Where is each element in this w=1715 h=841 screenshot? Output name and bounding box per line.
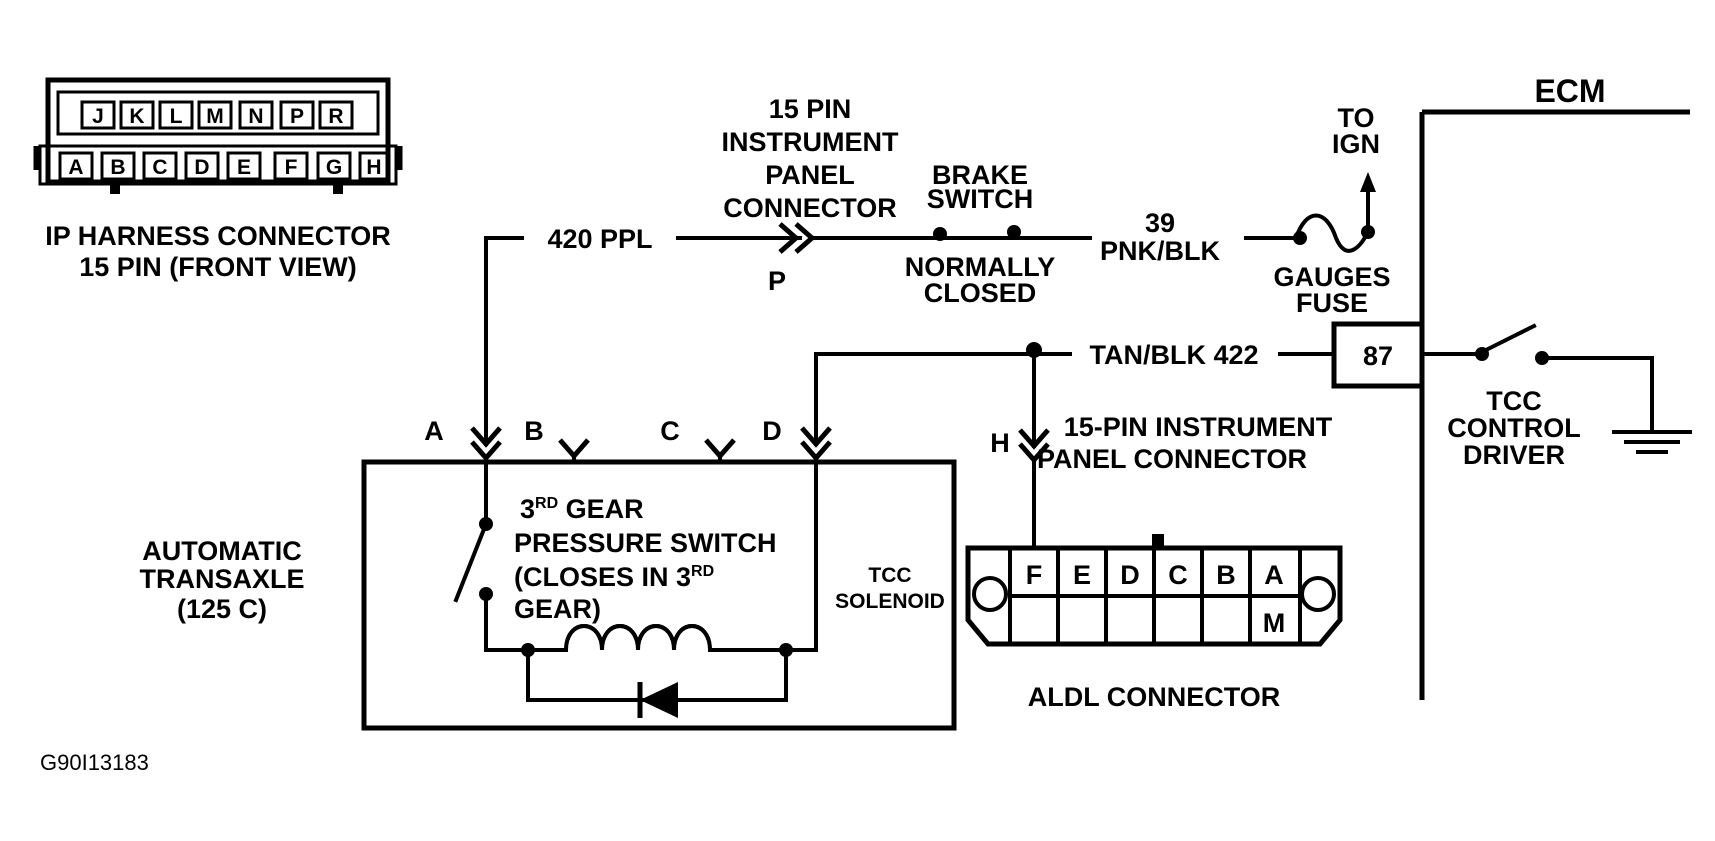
wire-39-pnk-blk: 39 PNK/BLK — [1100, 208, 1298, 266]
tcc-driver-line2: CONTROL — [1447, 413, 1580, 443]
solenoid-line2: SOLENOID — [835, 590, 945, 613]
ip-pin-m: M — [206, 105, 224, 128]
ip-h-pin: H — [990, 428, 1010, 458]
transaxle-pin-b: B — [524, 416, 544, 446]
ip-connector-h: H 15-PIN INSTRUMENT PANEL CONNECTOR — [990, 352, 1333, 550]
ip-pin-a: A — [68, 156, 83, 179]
ip-pin-e: E — [237, 156, 251, 179]
ip-pin-h: H — [366, 156, 381, 179]
aldl-pin-e: E — [1073, 560, 1091, 590]
ign-line1: TO — [1337, 103, 1374, 133]
ip-pin-d: D — [194, 156, 209, 179]
ip-harness-connector: J K L M N P R A B C D E F G H IP HAR — [33, 77, 403, 282]
ip-h-line2: PANEL CONNECTOR — [1037, 444, 1307, 474]
ip-h-line1: 15-PIN INSTRUMENT — [1064, 412, 1333, 442]
ip-pin-l: L — [170, 105, 183, 128]
switch-line1: 3RD GEAR — [520, 494, 644, 524]
ecm-pin-87: 87 — [1363, 341, 1393, 371]
tcc-driver-line3: DRIVER — [1463, 440, 1565, 470]
gauges-fuse: TO IGN GAUGES FUSE — [1273, 103, 1390, 318]
aldl-pin-d: D — [1120, 560, 1140, 590]
wire-tan-blk-422: TAN/BLK 422 — [800, 340, 1336, 462]
ecm-title: ECM — [1534, 73, 1605, 109]
wire-label-420-ppl: 420 PPL — [547, 224, 652, 254]
figure-code: G90I13183 — [40, 750, 149, 775]
transaxle-pin-c: C — [660, 416, 680, 446]
ip-pin-p: P — [290, 105, 304, 128]
ip-harness-top-pins: J K L M N P R — [80, 100, 354, 130]
wire-420-ppl: 420 PPL — [470, 224, 802, 462]
aldl-pin-b: B — [1216, 560, 1236, 590]
transaxle-pin-a: A — [424, 416, 444, 446]
ip-harness-title: IP HARNESS CONNECTOR — [45, 221, 391, 251]
aldl-connector: F E D C B A M ALDL CONNECTOR — [965, 534, 1343, 712]
ip-pin-f: F — [285, 156, 298, 179]
fuse-line2: FUSE — [1296, 288, 1368, 318]
ecm-module: ECM 87 TCC CONTROL DRIVER — [1331, 73, 1692, 700]
ipc-line1: 15 PIN — [769, 94, 852, 124]
ipc-line3: PANEL — [765, 160, 855, 190]
wire-label-39: 39 — [1145, 208, 1175, 238]
brake-switch-line2: SWITCH — [927, 184, 1033, 214]
tcc-driver-line1: TCC — [1486, 386, 1542, 416]
ign-line2: IGN — [1332, 129, 1380, 159]
transaxle-line2: TRANSAXLE — [139, 564, 304, 594]
aldl-pin-a: A — [1264, 560, 1284, 590]
ipc-line4: CONNECTOR — [723, 193, 897, 223]
solenoid-line1: TCC — [868, 564, 911, 587]
ip-harness-bottom-pins: A B C D E F G H — [58, 151, 390, 181]
aldl-title: ALDL CONNECTOR — [1028, 682, 1281, 712]
ipc-pin-p: P — [768, 266, 786, 296]
wire-label-pnk-blk: PNK/BLK — [1100, 236, 1220, 266]
ip-pin-n: N — [248, 105, 263, 128]
aldl-pin-f: F — [1026, 560, 1043, 590]
ip-pin-j: J — [92, 105, 104, 128]
brake-switch-state1: NORMALLY — [905, 252, 1056, 282]
transaxle-line3: (125 C) — [177, 594, 267, 624]
brake-switch: BRAKE SWITCH NORMALLY CLOSED — [810, 160, 1092, 308]
instrument-panel-connector-p: 15 PIN INSTRUMENT PANEL CONNECTOR P — [722, 94, 899, 296]
ip-pin-g: G — [326, 156, 342, 179]
switch-line2: PRESSURE SWITCH — [514, 528, 777, 558]
ipc-line2: INSTRUMENT — [722, 127, 899, 157]
switch-line4: GEAR) — [514, 594, 601, 624]
ip-pin-c: C — [152, 156, 167, 179]
aldl-pin-m: M — [1263, 608, 1286, 638]
ip-harness-subtitle: 15 PIN (FRONT VIEW) — [79, 252, 357, 282]
aldl-pin-c: C — [1168, 560, 1188, 590]
transaxle-line1: AUTOMATIC — [142, 536, 301, 566]
ip-pin-k: K — [129, 105, 144, 128]
brake-switch-state2: CLOSED — [924, 278, 1037, 308]
ip-pin-r: R — [328, 105, 343, 128]
switch-line3: (CLOSES IN 3RD — [514, 562, 714, 592]
brake-switch-line1: BRAKE — [932, 160, 1028, 190]
transaxle: A B C D 3RD GEAR PRESSURE SWITCH — [139, 416, 957, 731]
transaxle-pin-d: D — [762, 416, 782, 446]
fuse-line1: GAUGES — [1273, 262, 1390, 292]
wire-label-tan-blk-422: TAN/BLK 422 — [1089, 340, 1258, 370]
ip-pin-b: B — [110, 156, 125, 179]
